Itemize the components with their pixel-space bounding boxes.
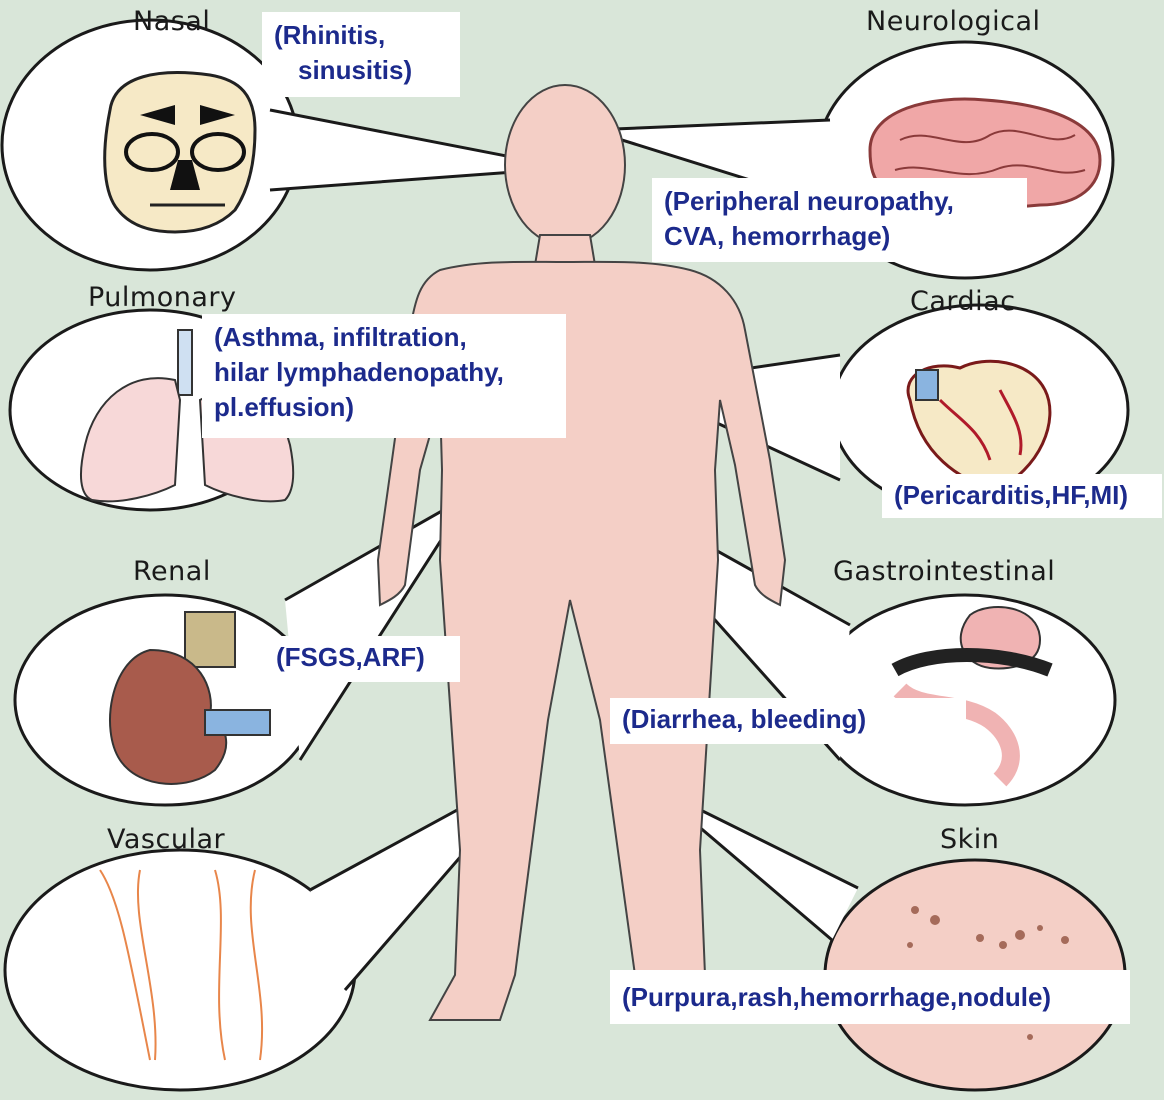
callout-cardiac: (Pericarditis,HF,MI) [882,474,1162,518]
callout-line: (Peripheral neuropathy, [664,186,954,216]
skin-lesions-icon [907,906,1069,1040]
callout-line: pl.effusion) [214,392,355,422]
skin-bubble [649,783,1127,1092]
callout-line: (Diarrhea, bleeding) [622,704,867,734]
label-skin: Skin [940,824,1000,855]
callout-nasal: (Rhinitis, sinusitis) [262,12,460,97]
label-cardiac: Cardiac [910,286,1016,317]
veins-icon [99,869,264,1061]
callout-line: (Purpura,rash,hemorrhage,nodule) [622,982,1052,1012]
label-pulmonary: Pulmonary [88,282,237,313]
callout-gastrointestinal: (Diarrhea, bleeding) [610,698,966,744]
callout-renal: (FSGS,ARF) [264,636,460,682]
callout-skin: (Purpura,rash,hemorrhage,nodule) [610,970,1130,1024]
label-neurological: Neurological [866,6,1041,37]
callout-line: sinusitis) [298,55,413,85]
callout-line: CVA, hemorrhage) [664,221,891,251]
skull-icon [103,71,257,234]
heart-icon [906,359,1052,492]
label-gastrointestinal: Gastrointestinal [833,556,1056,587]
label-vascular: Vascular [107,824,226,855]
callout-line: hilar lymphadenopathy, [214,357,504,387]
callout-neurological: (Peripheral neuropathy, CVA, hemorrhage) [652,178,1027,262]
label-renal: Renal [133,556,211,587]
callout-line: (Asthma, infiltration, [214,322,467,352]
label-nasal: Nasal [133,6,211,37]
body-silhouette [376,84,787,1021]
callout-pulmonary: (Asthma, infiltration, hilar lymphadenop… [202,314,566,438]
callout-line: (FSGS,ARF) [276,642,425,672]
kidney-icon [109,611,271,785]
callout-line: (Rhinitis, [274,20,386,50]
callout-line: (Pericarditis,HF,MI) [894,480,1129,510]
